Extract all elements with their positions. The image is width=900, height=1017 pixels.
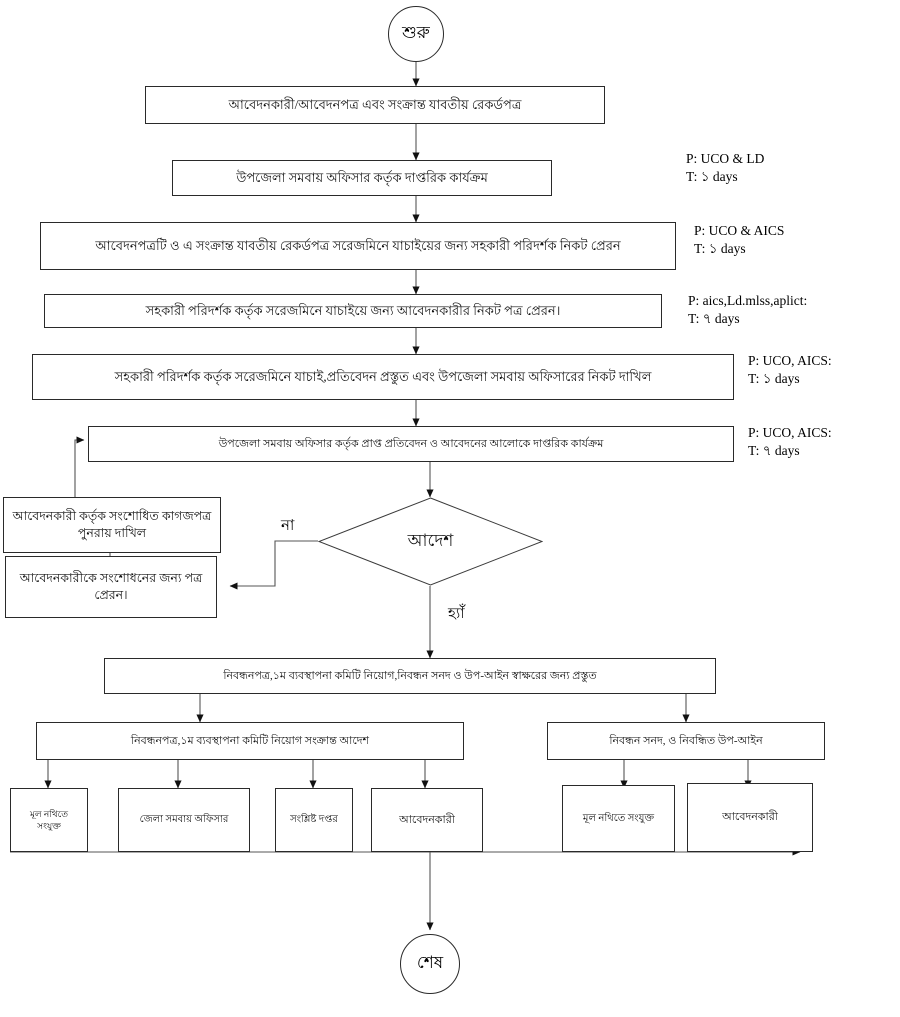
process-step-2: উপজেলা সমবায় অফিসার কর্তৃক দাপ্তরিক কার… [172,160,552,196]
annotation-step-2-person: P: UCO & LD [686,151,765,166]
process-step-6-label: উপজেলা সমবায় অফিসার কর্তৃক প্রাপ্ত প্রত… [218,437,604,450]
decision-order: আদেশ [317,497,544,587]
annotation-step-3-time: T: ১ days [694,241,746,257]
annotation-step-3-person: P: UCO & AICS [694,223,785,238]
process-step-4: সহকারী পরিদর্শক কর্তৃক সরেজমিনে যাচাইয়ে… [44,294,662,328]
annotation-step-2: P: UCO & LD T: ১ days [686,150,764,186]
annotation-step-6-person: P: UCO, AICS: [748,425,832,440]
annotation-step-6: P: UCO, AICS: T: ৭ days [748,424,832,460]
annotation-step-4-time: T: ৭ days [688,311,740,327]
distribution-box-6-label: আবেদনকারী [722,811,778,824]
process-step-5: সহকারী পরিদর্শক কর্তৃক সরেজমিনে যাচাই,প্… [32,354,734,400]
rework-notify-box: আবেদনকারীকে সংশোধনের জন্য পত্র প্রেরন। [5,556,217,618]
process-step-4-label: সহকারী পরিদর্শক কর্তৃক সরেজমিনে যাচাইয়ে… [145,303,561,319]
distribution-box-4: আবেদনকারী [371,788,483,852]
terminal-start-label: শুরু [402,23,430,42]
distribution-box-4-label: আবেদনকারী [399,813,455,826]
distribution-box-2-label: জেলা সমবায় অফিসার [139,814,229,826]
annotation-step-3: P: UCO & AICS T: ১ days [694,222,784,258]
annotation-step-5-time: T: ১ days [748,371,800,387]
distribution-box-2: জেলা সমবায় অফিসার [118,788,250,852]
terminal-end: শেষ [400,934,460,994]
process-step-3-label: আবেদনপত্রটি ও এ সংক্রান্ত যাবতীয় রেকর্ড… [95,238,621,254]
annotation-step-4: P: aics,Ld.mlss,aplict: T: ৭ days [688,292,807,328]
distribution-box-5-label: মূল নথিতে সংযুক্ত [582,812,655,824]
process-step-2-label: উপজেলা সমবায় অফিসার কর্তৃক দাপ্তরিক কার… [236,170,488,186]
process-step-1-label: আবেদনকারী/আবেদনপত্র এবং সংক্রান্ত যাবতীয… [228,97,522,113]
distribution-box-1: মূল নথিতে সংযুক্ত [10,788,88,852]
rework-resubmit-label: আবেদনকারী কর্তৃক সংশোধিত কাগজপত্র পুনরায… [12,509,212,540]
decision-order-label: আদেশ [407,531,454,550]
decision-diamond-shape [317,497,544,586]
annotation-step-2-time: T: ১ days [686,169,738,185]
distribution-box-3: সংশ্লিষ্ট দপ্তর [275,788,353,852]
rework-notify-label: আবেদনকারীকে সংশোধনের জন্য পত্র প্রেরন। [19,571,203,602]
process-step-3: আবেদনপত্রটি ও এ সংক্রান্ত যাবতীয় রেকর্ড… [40,222,676,270]
approved-prepare-label: নিবন্ধনপত্র,১ম ব্যবস্থাপনা কমিটি নিয়োগ,… [223,669,597,682]
annotation-step-4-person: P: aics,Ld.mlss,aplict: [688,293,808,308]
annotation-step-5-person: P: UCO, AICS: [748,353,832,368]
distribution-box-6: আবেদনকারী [687,783,813,852]
branch-order-box: নিবন্ধনপত্র,১ম ব্যবস্থাপনা কমিটি নিয়োগ … [36,722,464,760]
process-step-1: আবেদনকারী/আবেদনপত্র এবং সংক্রান্ত যাবতীয… [145,86,605,124]
decision-yes-label: হ্যাঁ [448,606,465,622]
branch-cert-label: নিবন্ধন সনদ, ও নিবন্ধিত উপ-আইন [609,734,763,747]
branch-order-label: নিবন্ধনপত্র,১ম ব্যবস্থাপনা কমিটি নিয়োগ … [130,734,370,747]
distribution-box-3-label: সংশ্লিষ্ট দপ্তর [290,814,338,826]
terminal-end-label: শেষ [416,953,444,972]
rework-resubmit-box: আবেদনকারী কর্তৃক সংশোধিত কাগজপত্র পুনরায… [3,497,221,553]
annotation-step-5: P: UCO, AICS: T: ১ days [748,352,832,388]
distribution-box-1-label: মূল নথিতে সংযুক্ত [29,808,69,831]
terminal-start: শুরু [388,6,444,62]
process-step-5-label: সহকারী পরিদর্শক কর্তৃক সরেজমিনে যাচাই,প্… [114,369,652,385]
distribution-box-5: মূল নথিতে সংযুক্ত [562,785,675,852]
decision-no-label: না [281,518,295,534]
branch-cert-box: নিবন্ধন সনদ, ও নিবন্ধিত উপ-আইন [547,722,825,760]
approved-prepare-box: নিবন্ধনপত্র,১ম ব্যবস্থাপনা কমিটি নিয়োগ,… [104,658,716,694]
annotation-step-6-time: T: ৭ days [748,443,800,459]
process-step-6: উপজেলা সমবায় অফিসার কর্তৃক প্রাপ্ত প্রত… [88,426,734,462]
